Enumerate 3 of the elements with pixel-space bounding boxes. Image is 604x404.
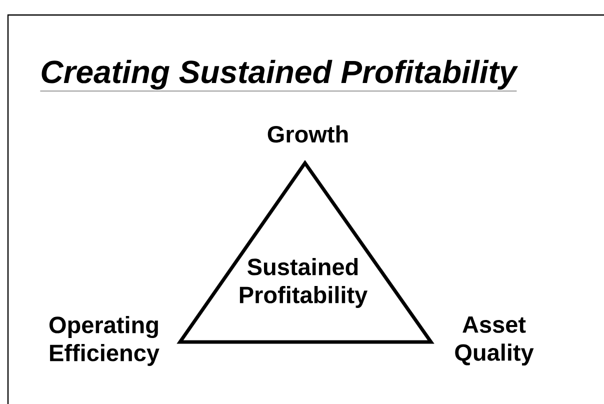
corner-label: Operating Efficiency bbox=[49, 316, 160, 366]
corner-label: Asset Quality bbox=[455, 316, 534, 366]
title: Creating Sustained Profitability bbox=[40, 60, 518, 92]
